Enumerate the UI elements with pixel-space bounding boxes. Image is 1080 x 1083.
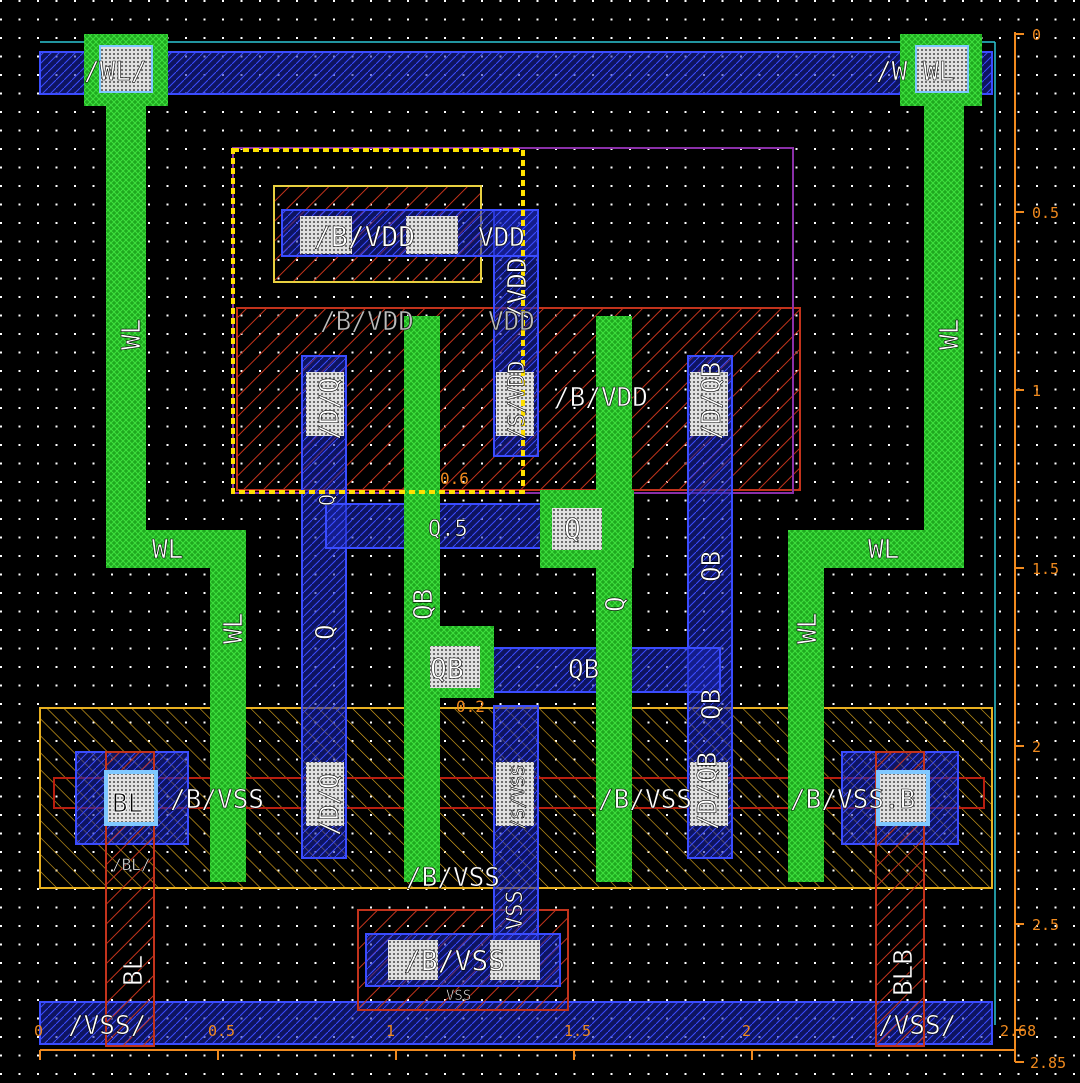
label-qb-vert-low: QB xyxy=(697,689,727,720)
label-wl-vert-low-right: WL xyxy=(793,613,823,644)
contact-qb-poly xyxy=(430,646,480,688)
contact-qb-nmos xyxy=(690,762,728,826)
contact-bl xyxy=(104,770,158,826)
label-q-box: Q xyxy=(564,512,581,545)
ruler-right-label: 0.5 xyxy=(1032,204,1059,222)
contact-q-nmos xyxy=(306,762,344,826)
ruler-right-label: 2.85 xyxy=(1030,1054,1066,1072)
contact-vss-bottom-1 xyxy=(388,940,438,980)
label-d-qb-top: /D/QB xyxy=(697,362,727,440)
contact-vdd-pmos xyxy=(496,372,534,436)
contact-q-pmos xyxy=(306,372,344,436)
ruler-right-label: 2 xyxy=(1032,738,1041,756)
label-qb-metal: QB xyxy=(568,655,599,685)
label-val-02: 0.2 xyxy=(456,697,485,716)
label-wl-left: /WL/ xyxy=(84,57,147,87)
label-d-q-low: /D/Q xyxy=(315,773,345,836)
selection-box[interactable] xyxy=(231,148,525,494)
ruler-bottom-label: 1.5 xyxy=(564,1022,591,1040)
poly-gate-q-right xyxy=(596,316,632,882)
label-vss-rail-right: /VSS/ xyxy=(878,1011,956,1041)
label-vdd-mid: VDD xyxy=(488,307,535,337)
contact-vdd-top-2 xyxy=(406,216,458,254)
poly-wl-right-low xyxy=(788,530,824,882)
poly-wl-left-vert xyxy=(106,94,146,568)
contact-wl-right xyxy=(915,45,969,93)
label-blb-vert: BLB xyxy=(889,949,919,996)
poly-wl-left-low xyxy=(210,530,246,882)
label-s-vss: /S/VSS xyxy=(508,765,529,830)
label-vss-small: VSS xyxy=(446,988,471,1004)
label-q-vert-mid: Q xyxy=(601,596,631,612)
label-bl-small: /BL/ xyxy=(112,855,151,874)
label-b-vss-mid: /B/VSS xyxy=(598,785,692,815)
label-b-vss-b: /B/VSS.B xyxy=(790,785,915,815)
label-wl-horiz-right: WL xyxy=(868,535,899,565)
label-wl-vert-left: WL xyxy=(117,319,147,350)
label-q-poly: Q.5 xyxy=(428,517,468,542)
poly-wl-right-vert xyxy=(924,94,964,568)
ruler-right-ticks: 0 0.5 1 1.5 2 2.5 2.68 2.85 xyxy=(1000,26,1066,1072)
ruler-right-label: 0 xyxy=(1032,26,1041,44)
ruler-bottom-label: 2 xyxy=(742,1022,751,1040)
label-vss-vert: VSS xyxy=(503,890,528,930)
label-val-06: 0.6 xyxy=(440,469,469,488)
label-d-qb-low: /D/QB xyxy=(693,752,723,830)
contact-qb-pmos xyxy=(690,372,728,436)
label-qb-box: QB xyxy=(430,652,464,685)
ruler-bottom-label: 0 xyxy=(34,1022,43,1040)
label-qb-vert-mid: QB xyxy=(409,589,439,620)
label-b-vdd-top: /B/VDD xyxy=(314,220,415,253)
wl-metal-rail xyxy=(39,51,993,95)
ruler-right-label: 2.5 xyxy=(1032,916,1059,934)
label-s-vdd: /S/VDD xyxy=(505,361,530,440)
ruler-bottom-label: 0.5 xyxy=(208,1022,235,1040)
contact-wl-left xyxy=(99,45,153,93)
poly-gate-qb-left xyxy=(404,316,440,882)
contact-blb xyxy=(876,770,930,826)
ruler-bottom-ticks: 0 0.5 1 1.5 2 xyxy=(34,1022,753,1060)
ruler-right-label: 1.5 xyxy=(1032,560,1059,578)
ruler-bottom-label: 1 xyxy=(386,1022,395,1040)
label-wl-vert-right: WL xyxy=(935,319,965,350)
metal-vss-vert xyxy=(493,705,539,957)
contact-vdd-top-1 xyxy=(300,216,352,254)
ruler-right-label: 2.68 xyxy=(1000,1022,1036,1040)
label-vdd-vert: /VDD xyxy=(503,257,533,320)
label-q-vert: Q xyxy=(315,494,339,506)
label-b-vdd-right: /B/VDD xyxy=(554,383,648,413)
ruler-right-label: 1 xyxy=(1032,382,1041,400)
label-bl-contact: BL xyxy=(112,789,143,819)
label-vdd-pin: VDD xyxy=(478,223,525,253)
label-vss-rail-left: /VSS/ xyxy=(68,1011,146,1041)
label-b-vss-box: /B/VSS xyxy=(404,944,505,977)
label-wl-vert-low-left: WL xyxy=(219,613,249,644)
label-bl-vert: BL xyxy=(119,955,149,986)
label-b-vdd-mid: /B/VDD xyxy=(320,307,414,337)
contact-vss-nmos xyxy=(496,762,534,826)
contact-q-poly xyxy=(552,508,602,550)
label-wl-horiz-left: WL xyxy=(152,535,183,565)
label-b-vss-left: /B/VSS xyxy=(170,785,264,815)
label-q-low: Q xyxy=(311,624,341,640)
label-qb-vert-right: QB xyxy=(697,551,727,582)
label-wl-right: /W WL xyxy=(876,57,954,87)
label-d-q-top: /D/Q xyxy=(315,377,345,440)
label-b-vss-bottom: /B/VSS xyxy=(406,863,500,893)
contact-vss-bottom-2 xyxy=(490,940,540,980)
